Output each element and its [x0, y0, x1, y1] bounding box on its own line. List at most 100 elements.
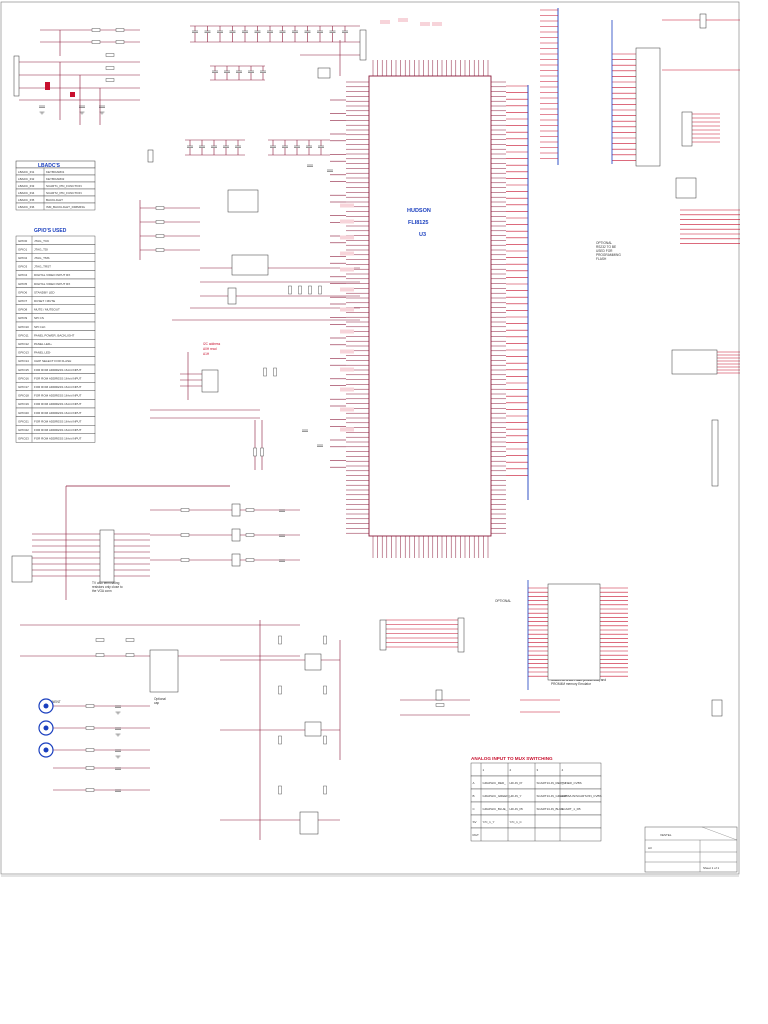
lbadc-pin: LBADC_IN6	[18, 205, 35, 209]
note-optional: OPTIONAL	[495, 599, 511, 603]
mux-cell: B	[473, 794, 475, 798]
gpio-pin: GPIO19	[18, 402, 29, 406]
mux-cell: 4	[562, 768, 564, 772]
resistor	[318, 285, 322, 295]
mux-cell: SCART1/LIN_BLUE	[537, 807, 564, 811]
optional-cap-box	[149, 649, 179, 693]
gpio-function: DIGITAL VIDEO INPUT RX	[34, 282, 70, 286]
crystal-block	[227, 189, 259, 213]
lbadc-pin: LBADC_IN2	[18, 177, 35, 181]
mux-cell: Y/C_1_C	[510, 820, 523, 824]
mux-cell: Y/C_1_Y	[483, 820, 495, 824]
opamp	[304, 653, 322, 671]
net-label	[398, 18, 408, 22]
resistor	[105, 53, 115, 57]
resistor	[85, 748, 95, 752]
resistor	[155, 234, 165, 238]
mux-cell: SV	[473, 820, 477, 824]
resistor	[85, 704, 95, 708]
power-connector	[13, 55, 20, 97]
mux-cell: A	[473, 781, 475, 785]
mux-cell: SCART_1_FB	[562, 807, 581, 811]
resistor	[85, 726, 95, 730]
net-label	[340, 427, 354, 432]
resistor	[278, 735, 282, 745]
header	[379, 619, 387, 651]
gpio-pin: GPIO8	[18, 308, 28, 312]
gpio-function: CHIP SELECT FOR FLASH	[34, 359, 71, 363]
header-connector	[457, 617, 465, 653]
gpio-function: JTAG_TCK	[34, 239, 49, 243]
schematic-components	[11, 13, 723, 835]
gpio-function: MUTE / MUTEOUT	[34, 308, 60, 312]
panel-connector	[635, 47, 661, 167]
resistor	[155, 220, 165, 224]
chip-part: FLI8125	[408, 220, 428, 226]
gpio-function: DCSET / MUTE	[34, 299, 55, 303]
opamp	[304, 721, 322, 737]
net-label	[340, 407, 354, 412]
ground-symbol	[115, 755, 121, 759]
gpio-pin: GPIO2	[18, 256, 28, 260]
resistor	[288, 285, 292, 295]
resistor	[245, 508, 255, 512]
resistor	[155, 248, 165, 252]
lbadc-function: ISM_BACKLIGHT_DIMMING	[46, 205, 86, 209]
rca-jack	[43, 703, 49, 709]
resistor	[308, 285, 312, 295]
rca-jack	[43, 747, 49, 753]
resistor	[115, 40, 125, 44]
gpio-row	[15, 287, 96, 297]
mux-title: ANALOG INPUT TO MUX SWITCHING	[471, 756, 553, 761]
lbadc-pin: LBADC_IN1	[18, 170, 35, 174]
net-label	[340, 203, 354, 208]
mux-cell: SCART1/LIN_GREEN	[537, 794, 567, 798]
mux-cell: CVBS/LIN/SCART2/IN_CVBS	[562, 794, 602, 798]
test-point	[147, 149, 154, 163]
resistor	[253, 447, 257, 457]
gpio-row	[15, 433, 96, 443]
resistor	[273, 367, 277, 377]
schematic-wiring	[19, 8, 740, 840]
mux-cell: HD-IN_Y	[510, 794, 522, 798]
resistor	[85, 788, 95, 792]
tuner-ic	[675, 177, 697, 199]
resistor	[278, 785, 282, 795]
sheet-border	[0, 1, 740, 875]
gpio-pin: GPIO14	[18, 359, 29, 363]
gpio-pin: GPIO10	[18, 325, 29, 329]
gpio-function: FOR ROM ADDRESS 16-bit INPUT	[34, 376, 82, 380]
net-flag	[70, 92, 75, 97]
chip-ref: U3	[419, 232, 426, 238]
ground-symbol	[115, 733, 121, 737]
title-block: VESTEL A3 Sheet 1 of 1	[644, 826, 738, 873]
mux-cell: HD-IN_Pb	[510, 807, 524, 811]
mux-cell: C	[473, 807, 476, 811]
u3-bottom-pins	[372, 536, 489, 558]
lbadc-pin: LBADC_IN5	[18, 198, 35, 202]
ground-symbol	[79, 111, 85, 115]
gpio-pin: GPIO11	[18, 333, 29, 337]
gpio-row	[15, 244, 96, 254]
mux-row	[470, 827, 602, 842]
resistor	[245, 558, 255, 562]
lbadc-title: LBADC'S	[38, 163, 61, 169]
gpio-pin: GPIO0	[18, 239, 28, 243]
gpio-function: STANDBY LED	[34, 290, 55, 294]
mux-cell: SCART1/LIN_RED_C	[537, 781, 567, 785]
gpio-row	[15, 235, 96, 245]
transistor	[231, 553, 241, 567]
mux-cell: GRAPHIC_BLUE_	[483, 807, 508, 811]
net-label	[340, 251, 354, 256]
gpio-pin: GPIO5	[18, 282, 28, 286]
transistor	[435, 689, 443, 701]
ground-symbol	[99, 111, 105, 115]
gpio-pin: GPIO22	[18, 428, 29, 432]
gpio-function: FOR ROM ADDRESS 16-bit INPUT	[34, 402, 82, 406]
resistor	[91, 28, 101, 32]
title-company: VESTEL	[660, 833, 672, 837]
